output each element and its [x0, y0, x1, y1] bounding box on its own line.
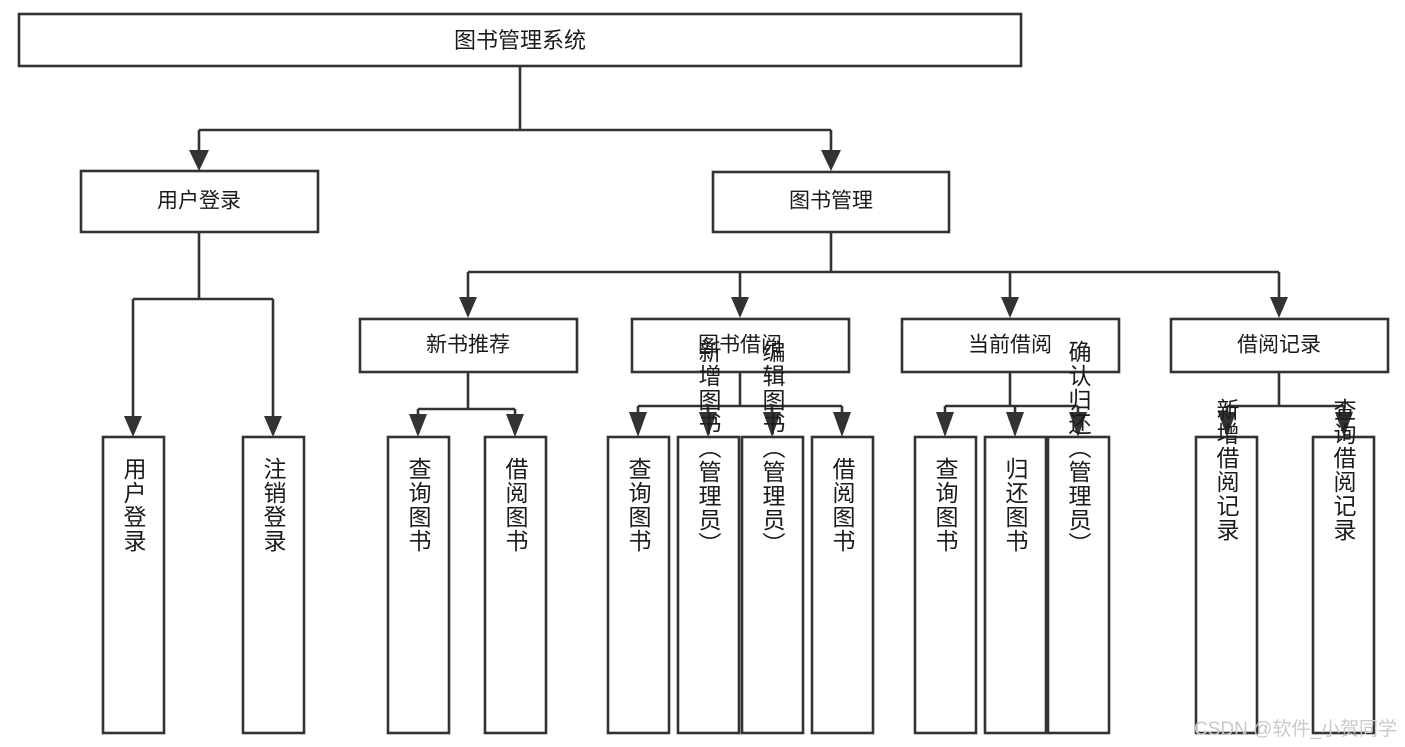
node-borrow-record-label: 借阅记录: [1237, 334, 1321, 357]
node-book-borrow-label: 图书借阅: [698, 334, 782, 357]
arrow-to-leaf-query-book-1: [409, 414, 427, 437]
node-root-rect[interactable]: [17, 12, 1023, 68]
node-leaf-return-book-label: 归还图书: [1002, 457, 1029, 553]
node-book-manage-rect[interactable]: [711, 170, 951, 234]
arrow-to-borrow-record: [1270, 297, 1288, 318]
node-leaf-query-book-1-label: 查询图书: [405, 457, 432, 553]
node-leaf-borrow-book-2[interactable]: 借阅图书: [810, 435, 875, 735]
node-leaf-add-book-label: 新增图书（管理员）: [695, 340, 722, 556]
arrow-to-leaf-query-book-2: [629, 412, 647, 437]
node-new-book-recommend[interactable]: 新书推荐: [358, 317, 579, 374]
arrow-to-leaf-add-borrow-record: [1218, 412, 1236, 437]
node-leaf-return-book[interactable]: 归还图书: [983, 435, 1048, 735]
node-user-login[interactable]: 用户登录: [79, 169, 320, 234]
arrow-to-leaf-return-book: [1006, 412, 1024, 437]
arrow-to-leaf-edit-book: [763, 412, 781, 437]
node-leaf-confirm-return-rect[interactable]: [1046, 435, 1111, 735]
node-book-borrow-rect[interactable]: [630, 317, 851, 374]
node-leaf-confirm-return-label: 确认归还（管理员）: [1065, 340, 1092, 556]
arrow-to-user-login: [189, 150, 209, 171]
node-leaf-add-borrow-record[interactable]: 新增借阅记录: [1194, 398, 1259, 735]
arrow-to-leaf-borrow-book-1: [506, 414, 524, 437]
node-leaf-confirm-return[interactable]: 确认归还（管理员）: [1046, 340, 1111, 735]
arrow-to-new-book-recommend: [459, 297, 477, 318]
node-leaf-user-login-rect[interactable]: [101, 435, 166, 735]
arrow-to-leaf-borrow-book-2: [833, 412, 851, 437]
node-leaf-borrow-book-2-rect[interactable]: [810, 435, 875, 735]
node-book-manage[interactable]: 图书管理: [711, 170, 951, 234]
node-leaf-logout-login[interactable]: 注销登录: [241, 435, 306, 735]
node-leaf-return-book-rect[interactable]: [983, 435, 1048, 735]
node-new-book-recommend-label: 新书推荐: [426, 334, 510, 357]
arrow-to-book-borrow: [731, 297, 749, 318]
arrow-to-leaf-query-borrow-record: [1335, 412, 1353, 437]
node-leaf-add-book-rect[interactable]: [676, 435, 741, 735]
node-user-login-label: 用户登录: [157, 190, 241, 213]
connector-group: [124, 66, 1353, 437]
watermark-text: CSDN @软件_小贺同学: [1194, 719, 1397, 740]
node-leaf-query-book-1-rect[interactable]: [386, 435, 451, 735]
arrow-to-current-borrow: [1001, 297, 1019, 318]
node-leaf-borrow-book-1[interactable]: 借阅图书: [483, 435, 548, 735]
arrow-to-leaf-user-login: [124, 416, 142, 437]
node-root-label: 图书管理系统: [454, 28, 586, 53]
node-user-login-rect[interactable]: [79, 169, 320, 234]
node-leaf-add-borrow-record-rect[interactable]: [1194, 435, 1259, 735]
arrow-to-leaf-add-book: [699, 412, 717, 437]
node-leaf-query-book-2-rect[interactable]: [606, 435, 671, 735]
arrow-to-book-manage: [821, 150, 841, 171]
arrow-to-leaf-confirm-return: [1069, 412, 1087, 437]
node-leaf-query-borrow-record-rect[interactable]: [1311, 435, 1376, 735]
node-book-borrow[interactable]: 图书借阅: [630, 317, 851, 374]
node-current-borrow[interactable]: 当前借阅: [900, 317, 1121, 374]
node-leaf-edit-book-rect[interactable]: [740, 435, 805, 735]
node-current-borrow-rect[interactable]: [900, 317, 1121, 374]
node-leaf-add-borrow-record-label: 新增借阅记录: [1213, 398, 1240, 542]
node-leaf-query-book-2-label: 查询图书: [625, 457, 652, 553]
node-leaf-borrow-book-1-label: 借阅图书: [502, 457, 529, 553]
node-leaf-logout-login-label: 注销登录: [260, 457, 287, 553]
node-leaf-query-borrow-record[interactable]: 查询借阅记录: [1311, 398, 1376, 735]
node-new-book-recommend-rect[interactable]: [358, 317, 579, 374]
node-leaf-borrow-book-2-label: 借阅图书: [829, 457, 856, 553]
node-leaf-query-book-1[interactable]: 查询图书: [386, 435, 451, 735]
node-leaf-logout-login-rect[interactable]: [241, 435, 306, 735]
arrow-to-leaf-logout-login: [264, 416, 282, 437]
node-leaf-query-borrow-record-label: 查询借阅记录: [1330, 398, 1357, 542]
arrow-to-leaf-query-book-3: [936, 412, 954, 437]
node-leaf-user-login[interactable]: 用户登录: [101, 435, 166, 735]
node-borrow-record-rect[interactable]: [1169, 317, 1390, 374]
node-current-borrow-label: 当前借阅: [968, 334, 1052, 357]
node-leaf-user-login-label: 用户登录: [120, 457, 147, 553]
node-borrow-record[interactable]: 借阅记录: [1169, 317, 1390, 374]
node-leaf-add-book[interactable]: 新增图书（管理员）: [676, 340, 741, 735]
node-leaf-edit-book-label: 编辑图书（管理员）: [759, 340, 786, 556]
node-leaf-borrow-book-1-rect[interactable]: [483, 435, 548, 735]
node-leaf-query-book-3[interactable]: 查询图书: [913, 435, 978, 735]
node-leaf-query-book-3-label: 查询图书: [932, 457, 959, 553]
node-root[interactable]: 图书管理系统: [17, 12, 1023, 68]
node-leaf-query-book-3-rect[interactable]: [913, 435, 978, 735]
node-leaf-query-book-2[interactable]: 查询图书: [606, 435, 671, 735]
node-leaf-edit-book[interactable]: 编辑图书（管理员）: [740, 340, 805, 735]
node-book-manage-label: 图书管理: [789, 190, 873, 213]
